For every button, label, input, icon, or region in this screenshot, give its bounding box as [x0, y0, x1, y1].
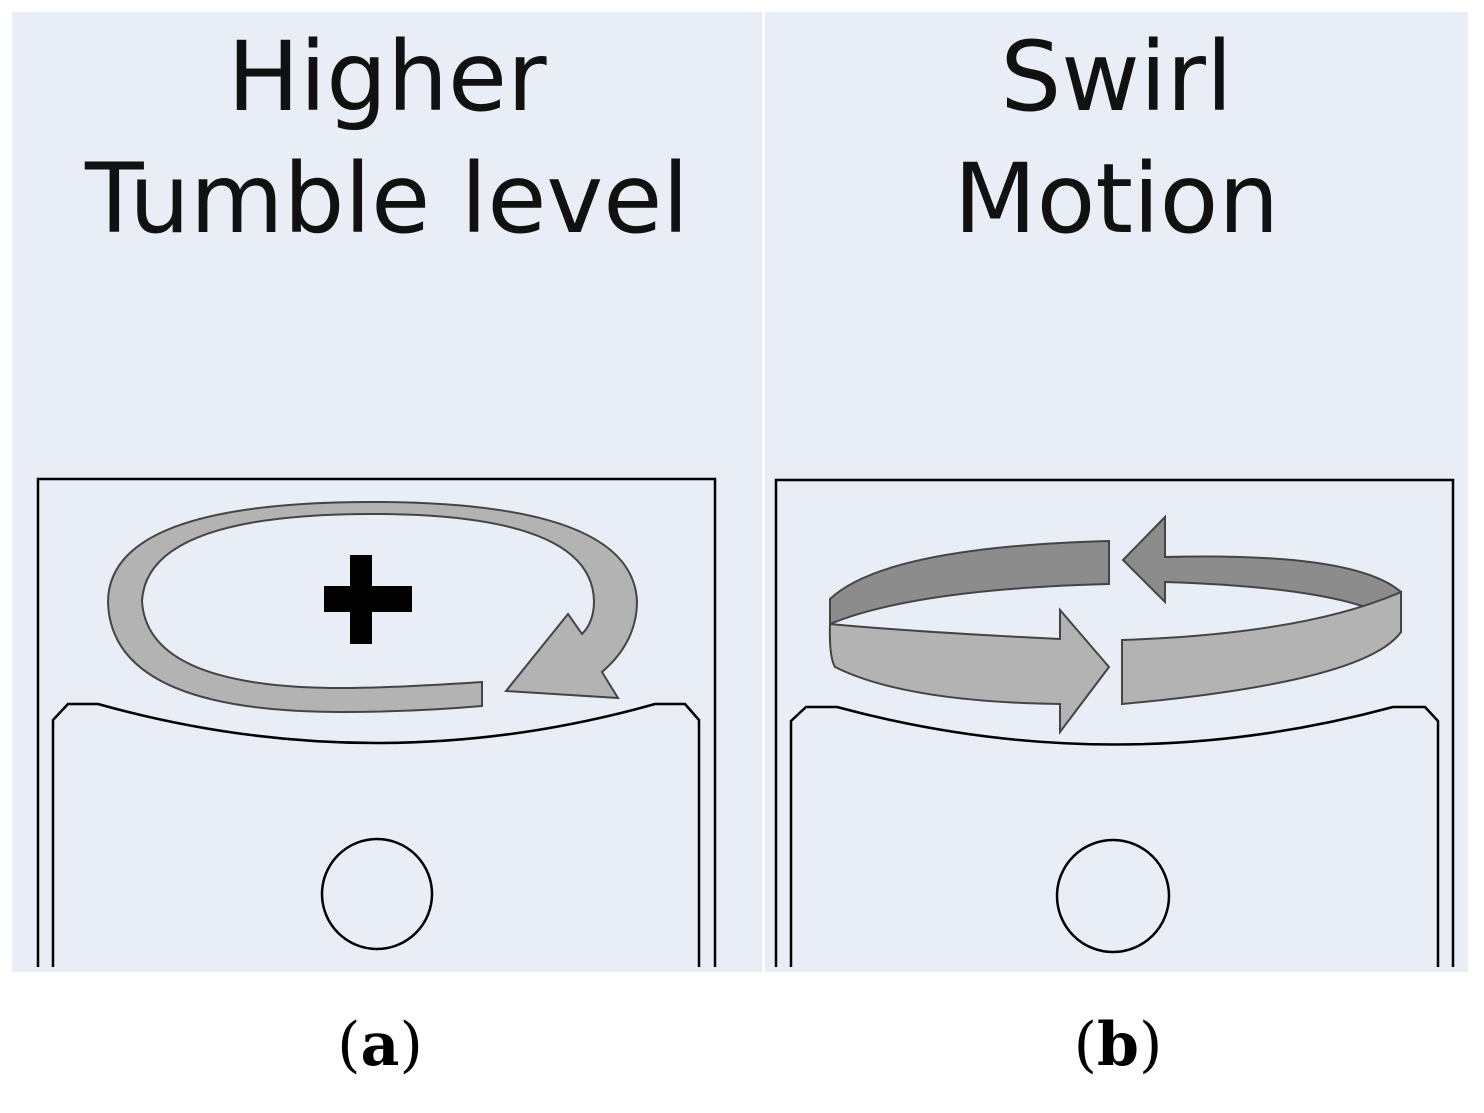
caption-b-letter: b — [1097, 1010, 1139, 1080]
panel-a-title-line-2: Tumble level — [85, 143, 689, 255]
panel-a-title-line-1: Higher — [227, 21, 547, 133]
swirl-front-arrow-icon — [828, 599, 1111, 735]
piston-outline — [789, 705, 1440, 967]
panel-b-title-line-2: Motion — [953, 143, 1280, 255]
caption-b: (b) — [1073, 1010, 1163, 1080]
swirl-back-arrow-icon — [1121, 514, 1403, 616]
panel-b-title: Swirl Motion — [765, 16, 1468, 260]
cylinder-outline — [774, 478, 1455, 967]
tumble-arrow-icon — [106, 500, 639, 714]
plus-icon — [324, 555, 412, 644]
swirl-front-band-right — [1121, 590, 1402, 706]
caption-a: (a) — [337, 1010, 423, 1080]
swirl-back-band-left — [829, 539, 1110, 626]
spark-plug-circle — [1055, 838, 1171, 954]
panel-b-title-line-1: Swirl — [1000, 21, 1233, 133]
piston-outline — [51, 702, 701, 967]
cylinder-outline — [36, 477, 717, 967]
spark-plug-circle — [320, 837, 434, 951]
panel-a-diagram — [36, 477, 717, 967]
panel-b: Swirl Motion — [765, 12, 1468, 972]
panel-a-title: Higher Tumble level — [12, 16, 762, 260]
panel-a: Higher Tumble level — [12, 12, 762, 972]
panel-b-diagram — [774, 478, 1455, 967]
caption-a-letter: a — [360, 1010, 400, 1080]
